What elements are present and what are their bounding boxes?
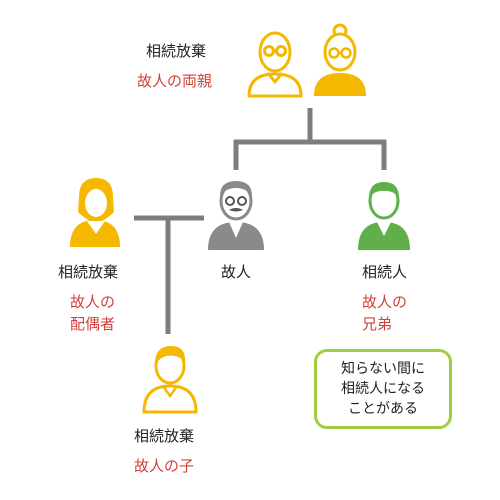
spouse-icon bbox=[70, 178, 120, 247]
parents-relation-label: 故人の両親 bbox=[137, 72, 213, 90]
sibling-relation-line2: 兄弟 bbox=[362, 315, 393, 333]
note-line-3: ことがある bbox=[348, 401, 418, 417]
parents-role-label: 相続放棄 bbox=[146, 42, 207, 60]
sibling-role-label: 相続人 bbox=[362, 263, 408, 281]
note-callout: 知らない間に 相続人になる ことがある bbox=[314, 349, 452, 429]
child-icon bbox=[142, 346, 198, 414]
deceased-label: 故人 bbox=[221, 263, 252, 281]
note-line-1: 知らない間に bbox=[341, 361, 425, 377]
note-line-2: 相続人になる bbox=[341, 381, 425, 397]
deceased-icon bbox=[208, 181, 264, 250]
mother-icon bbox=[314, 23, 366, 96]
child-relation-label: 故人の子 bbox=[134, 457, 195, 475]
sibling-icon bbox=[358, 182, 410, 250]
spouse-relation-line2: 配偶者 bbox=[70, 315, 116, 333]
sibling-relation-line1: 故人の bbox=[362, 293, 408, 311]
child-role-label: 相続放棄 bbox=[134, 427, 195, 445]
spouse-role-label: 相続放棄 bbox=[58, 263, 119, 281]
father-icon bbox=[247, 31, 303, 98]
spouse-relation-line1: 故人の bbox=[70, 293, 116, 311]
